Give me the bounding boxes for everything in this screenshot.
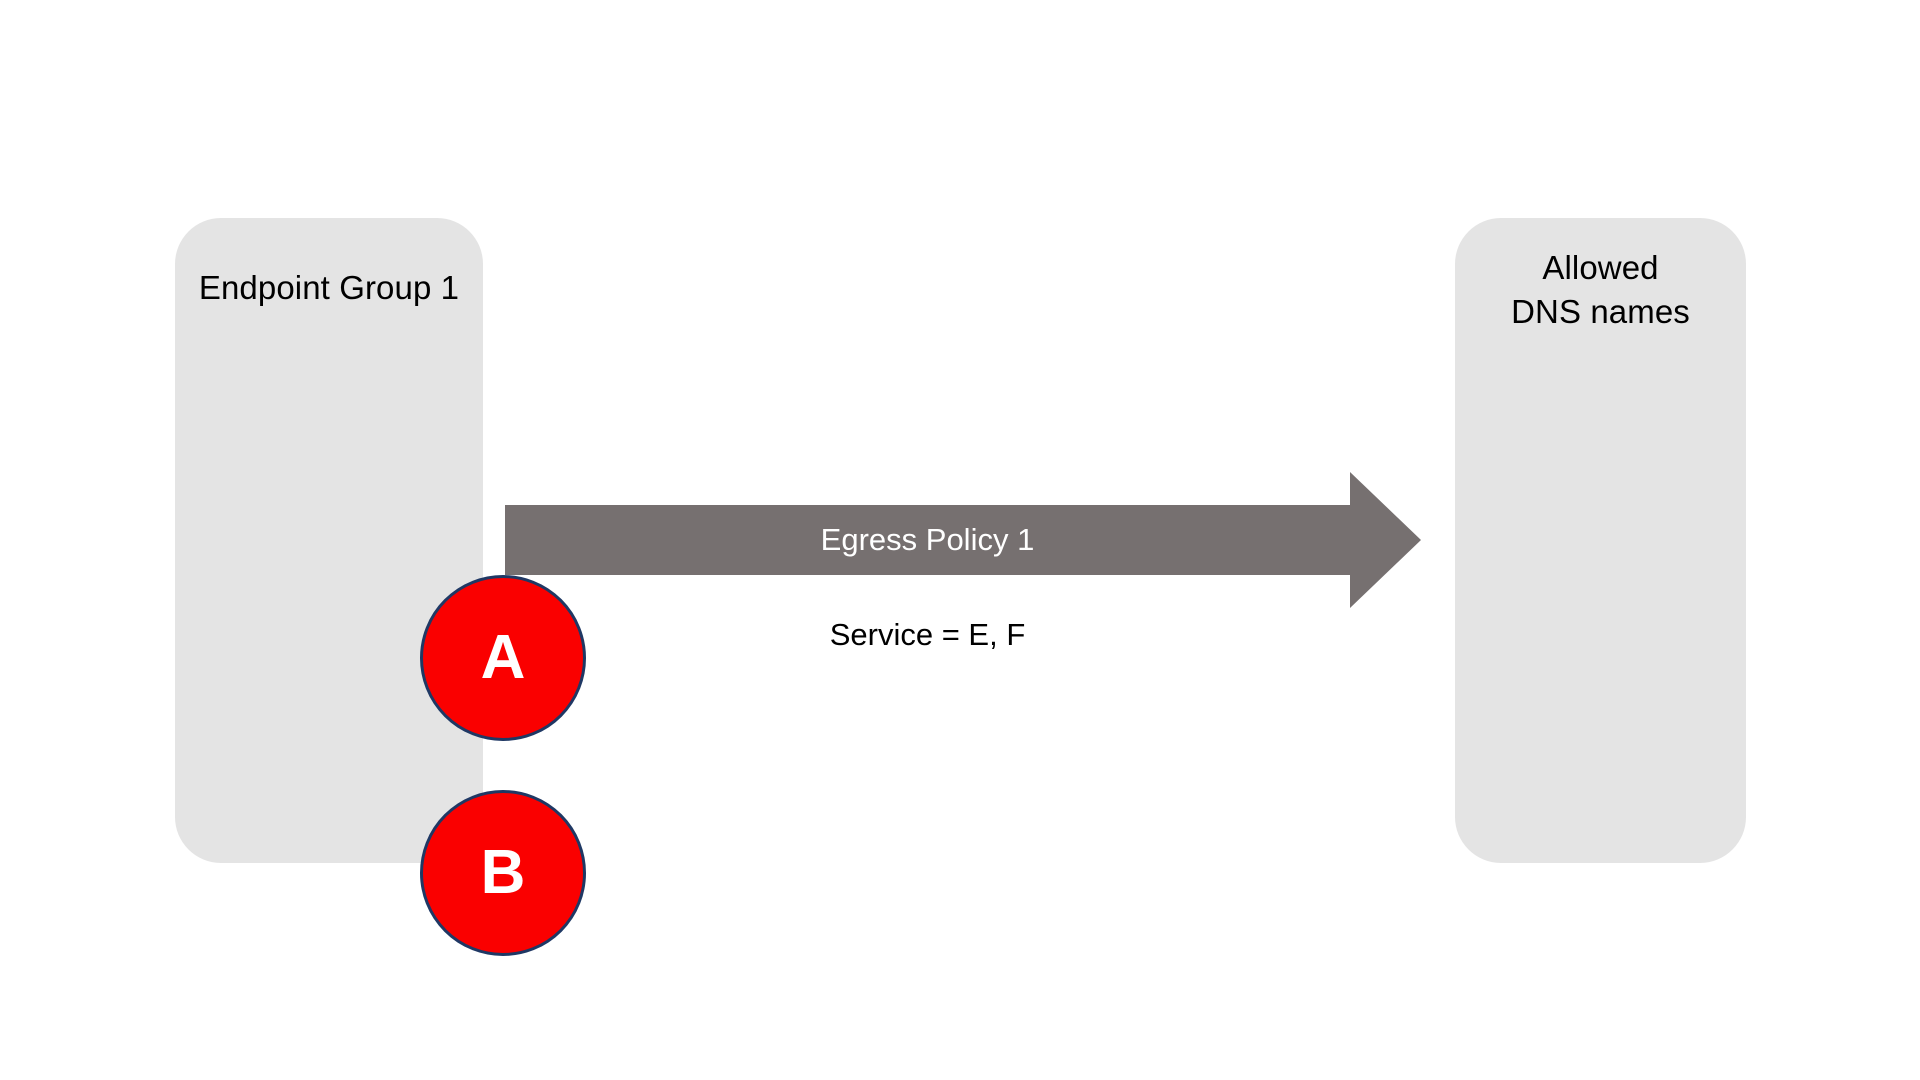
egress-policy-arrow[interactable] [505, 470, 1423, 610]
endpoint-group-title: Endpoint Group 1 [198, 269, 460, 306]
right-arrow-icon [505, 472, 1421, 608]
allowed-dns-panel: Allowed DNS names DNS Name 1 DNS Name 2 [1455, 218, 1746, 863]
egress-policy-condition: Service = E, F [829, 617, 1026, 652]
endpoint-group-panel: Endpoint Group 1 A B [175, 218, 586, 956]
endpoint-node-a[interactable]: A [420, 575, 586, 741]
endpoint-node-b[interactable]: B [420, 790, 586, 956]
endpoint-node-b-label: B [480, 838, 526, 907]
endpoint-node-a-label: A [480, 623, 526, 692]
allowed-dns-title: Allowed DNS names [1511, 249, 1690, 330]
